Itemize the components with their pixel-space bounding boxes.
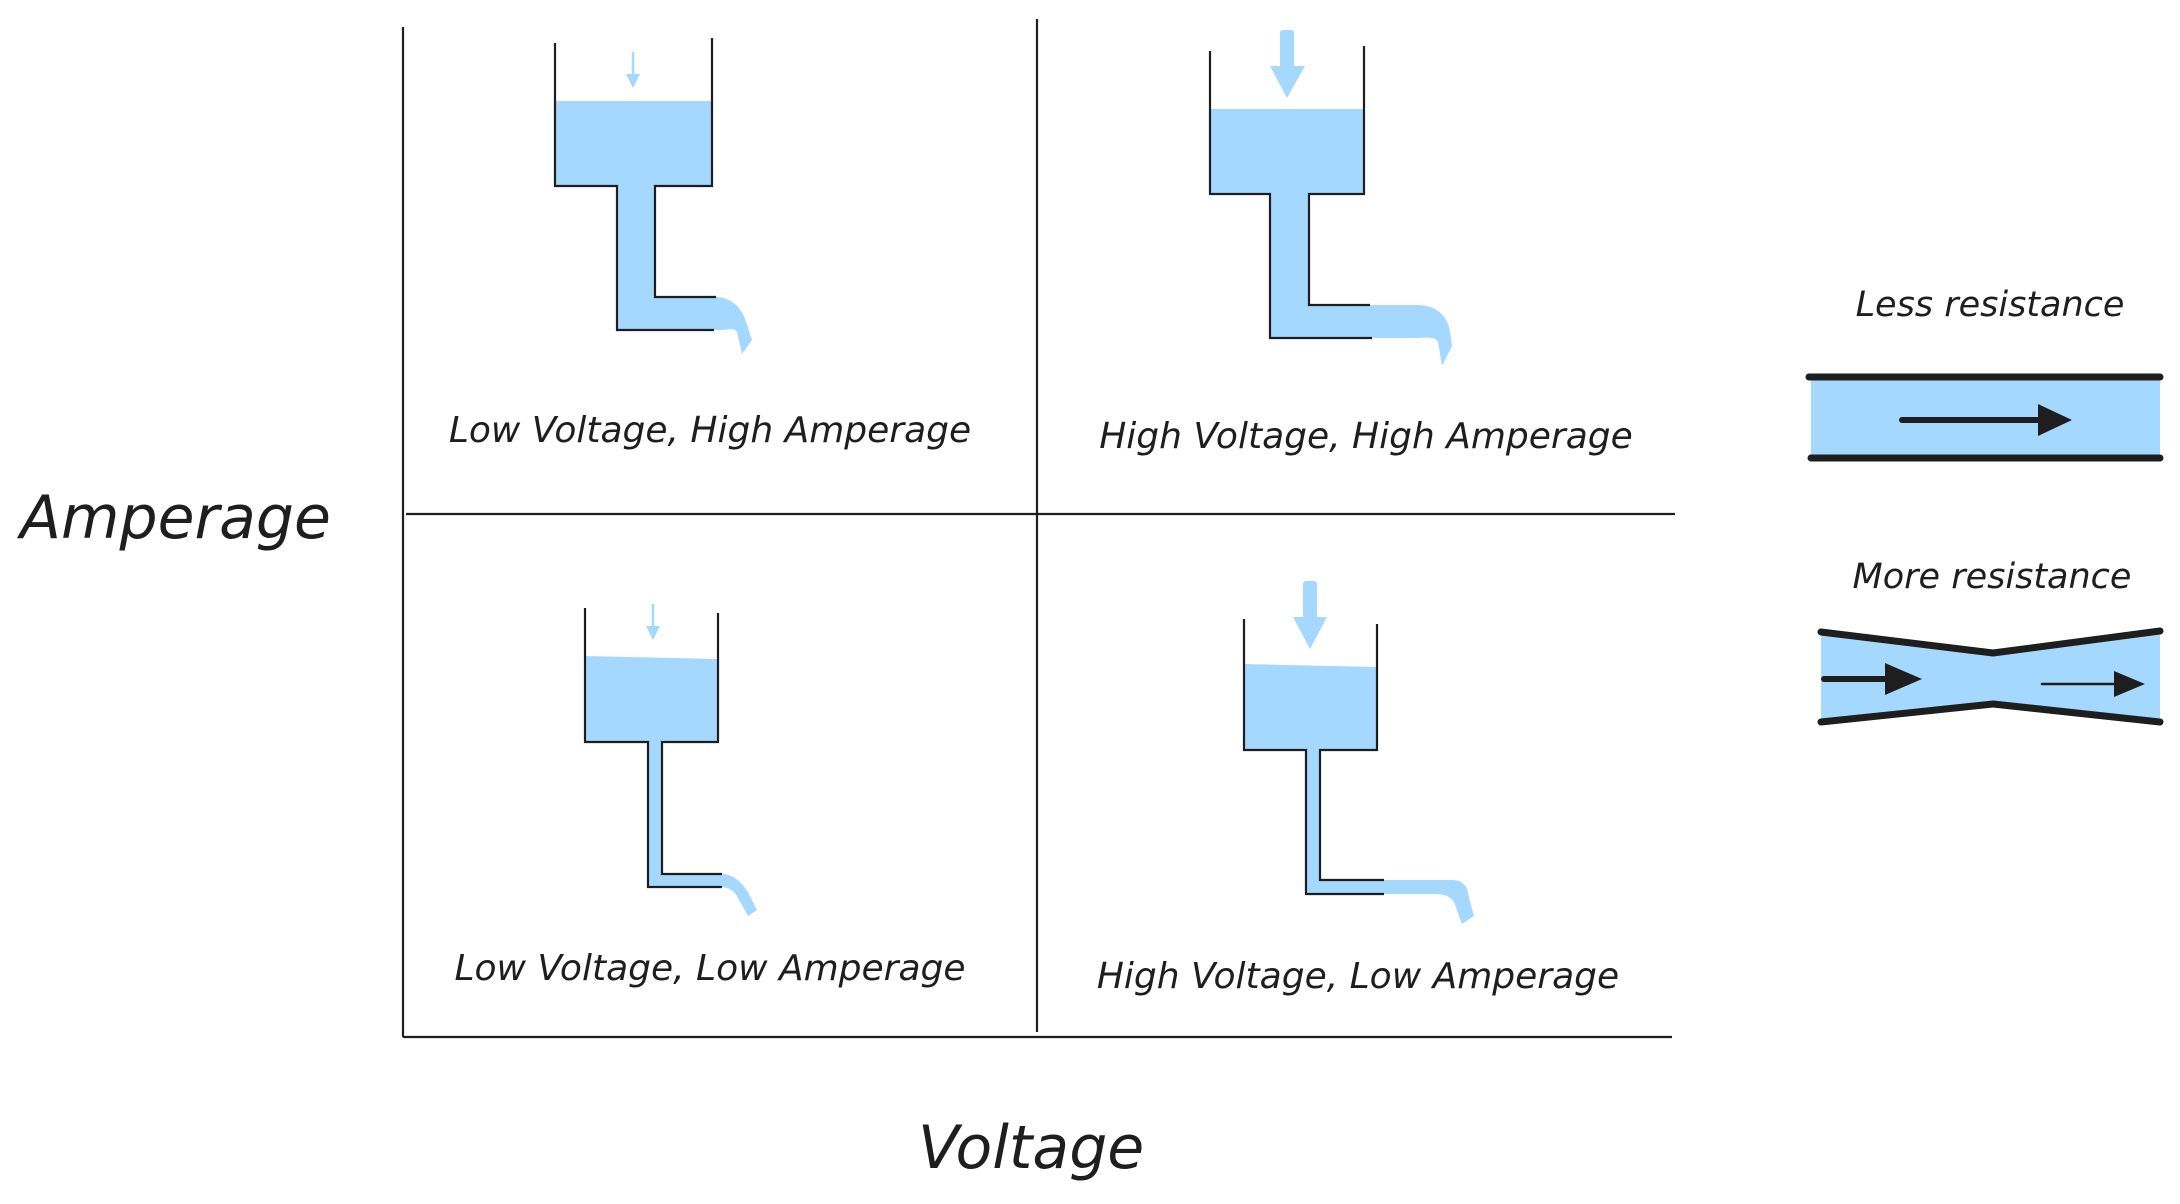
tank-outline-right: [660, 613, 722, 876]
arrow-down-icon: [646, 604, 660, 640]
label-high-voltage-high-amperage: High Voltage, High Amperage: [1099, 416, 1633, 457]
tank-low-voltage-low-amperage: [583, 604, 757, 916]
tank-outline: [553, 43, 714, 332]
label-low-voltage-low-amperage: Low Voltage, Low Amperage: [454, 948, 965, 989]
pipe-top-wall: [1817, 627, 2164, 657]
water: [1244, 664, 1474, 924]
narrow-pipe: [1821, 631, 2160, 722]
x-axis-label: Voltage: [918, 1113, 1144, 1183]
arrow-right-icon: [1899, 404, 2072, 436]
y-axis-label: Amperage: [16, 483, 331, 553]
tank-outline: [1242, 619, 1384, 896]
arrow-down-icon: [626, 52, 640, 88]
label-high-voltage-low-amperage: High Voltage, Low Amperage: [1097, 956, 1619, 997]
water: [585, 656, 757, 916]
thin-arrow-right-icon: [2040, 671, 2145, 697]
tank-outline-right: [1307, 46, 1370, 307]
tank-high-voltage-high-amperage: [1208, 30, 1452, 366]
arrow-down-icon: [1293, 581, 1327, 649]
tank-low-voltage-high-amperage: [553, 38, 752, 354]
legend-more-resistance: More resistance: [1817, 557, 2164, 726]
legend-less-label: Less resistance: [1856, 285, 2125, 325]
tank-outline-right: [653, 38, 716, 299]
quadrant-grid: [401, 19, 1675, 1039]
tank-outline-right: [1318, 624, 1384, 882]
thick-arrow-right-icon: [1821, 663, 1922, 695]
label-low-voltage-high-amperage: Low Voltage, High Amperage: [449, 410, 971, 451]
pipe-bottom-wall: [1817, 700, 2164, 726]
tank-outline: [583, 608, 722, 889]
tank-high-voltage-low-amperage: [1242, 581, 1474, 924]
legend-less-resistance: Less resistance: [1805, 285, 2164, 462]
arrow-down-icon: [1270, 30, 1305, 98]
tank-outline: [1208, 51, 1372, 340]
water: [555, 101, 752, 354]
legend-more-label: More resistance: [1853, 557, 2132, 597]
water: [1210, 109, 1452, 366]
